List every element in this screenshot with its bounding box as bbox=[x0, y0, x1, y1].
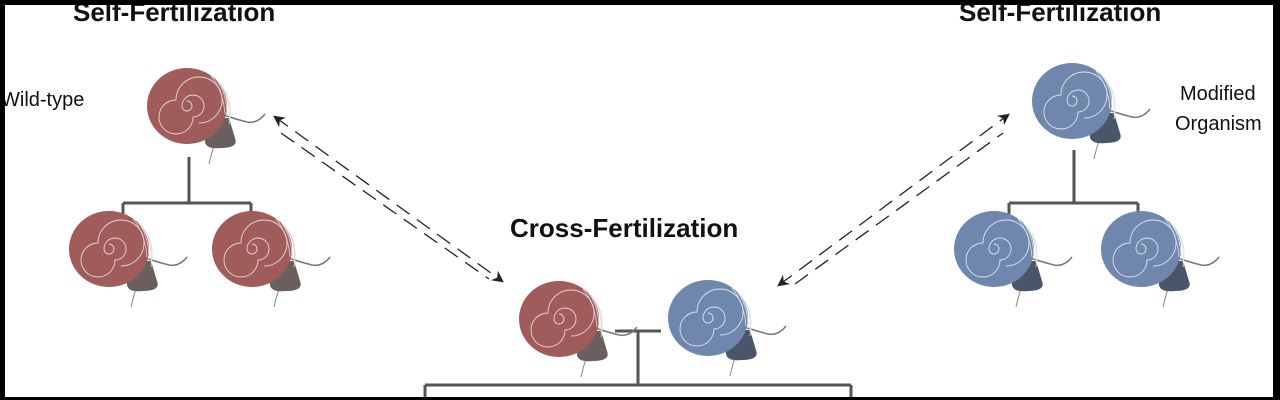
right-lineage-connector bbox=[1007, 150, 1140, 217]
wild-type-label: Wild-type bbox=[5, 89, 85, 111]
modified-organism-label-line1: Modified bbox=[1180, 83, 1256, 105]
right-dashed-double-arrow-icon bbox=[777, 113, 1010, 287]
snail-icon bbox=[519, 281, 638, 378]
snail-icon bbox=[212, 211, 331, 308]
snail-icon bbox=[954, 211, 1073, 308]
snail-icon bbox=[1101, 211, 1220, 308]
left-dashed-double-arrow-icon bbox=[273, 115, 504, 283]
cross-lineage-connector bbox=[423, 329, 853, 397]
fertilization-diagram bbox=[69, 63, 1220, 397]
right-self-fertilization-heading: Self-Fertilization bbox=[959, 5, 1162, 27]
left-lineage-connector bbox=[121, 157, 253, 217]
left-self-fertilization-heading: Self-Fertilization bbox=[73, 5, 276, 27]
modified-organism-label-line2: Organism bbox=[1175, 113, 1262, 135]
snail-icon bbox=[147, 68, 266, 165]
snail-icon bbox=[69, 211, 188, 308]
snail-icon bbox=[1032, 63, 1151, 160]
cross-fertilization-heading: Cross-Fertilization bbox=[510, 213, 739, 243]
snail-icon bbox=[668, 280, 787, 377]
figure-panel: Self-Fertilization Self-Fertilization Cr… bbox=[5, 5, 1273, 397]
